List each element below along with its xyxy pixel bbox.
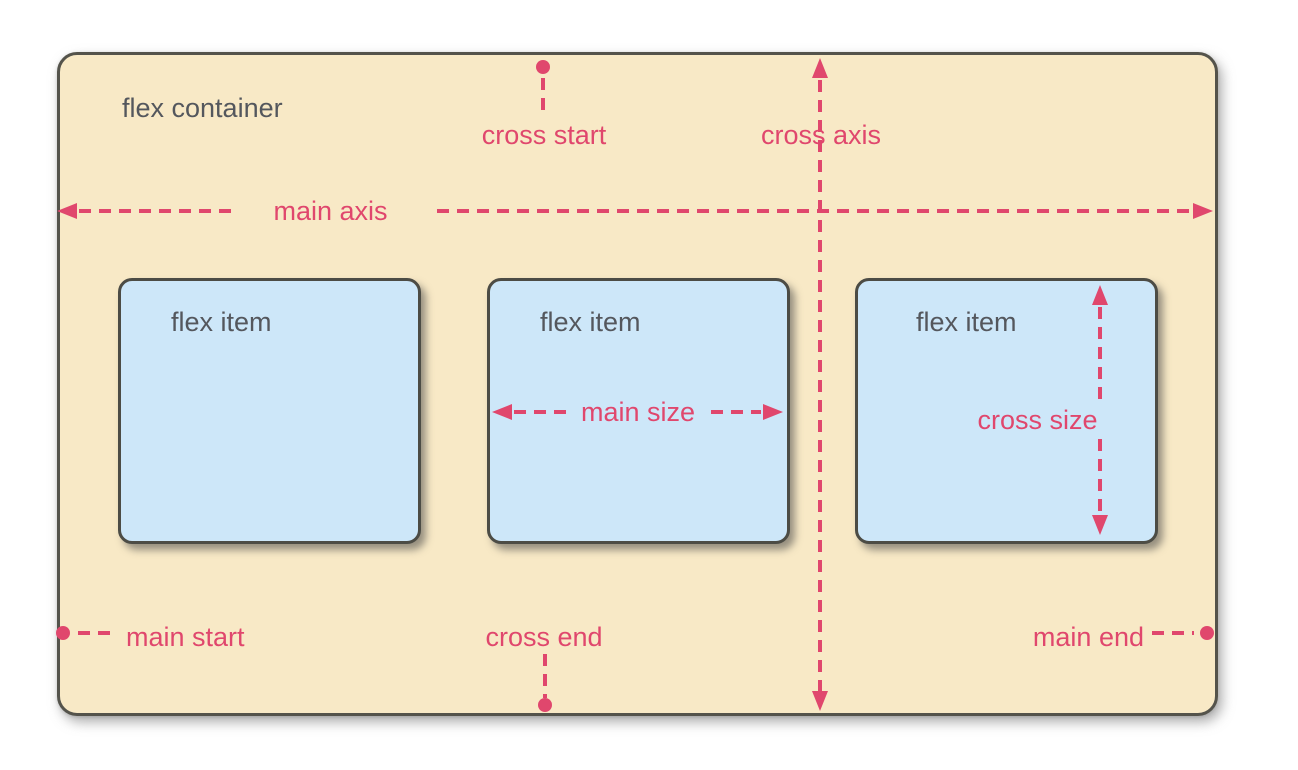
main-axis-dashed-line-left — [79, 209, 231, 213]
cross-axis-down-arrowhead-icon — [812, 691, 828, 711]
main-axis-left-arrowhead-icon — [57, 203, 77, 219]
main-size-right-arrowhead-icon — [763, 404, 783, 420]
main-size-label: main size — [580, 397, 696, 427]
main-start-dashed-line — [78, 631, 116, 635]
main-axis-right-arrowhead-icon — [1193, 203, 1213, 219]
flex-item-1-label: flex item — [171, 307, 272, 337]
main-start-dot-icon — [56, 626, 70, 640]
cross-end-dashed-line — [543, 654, 547, 698]
cross-end-dot-icon — [538, 698, 552, 712]
main-end-dashed-line — [1152, 631, 1194, 635]
main-size-dashed-line-right — [711, 410, 761, 414]
cross-axis-label: cross axis — [760, 120, 882, 150]
main-axis-dashed-line-right — [437, 209, 1193, 213]
flex-item-3-label: flex item — [916, 307, 1017, 337]
cross-size-dashed-line-top — [1098, 307, 1102, 403]
cross-end-label: cross end — [485, 622, 603, 652]
cross-axis-up-arrowhead-icon — [812, 58, 828, 78]
cross-size-up-arrowhead-icon — [1092, 285, 1108, 305]
flex-item-2-label: flex item — [540, 307, 641, 337]
main-end-dot-icon — [1200, 626, 1214, 640]
cross-size-label: cross size — [977, 405, 1098, 435]
main-start-label: main start — [126, 622, 245, 652]
cross-start-dot-icon — [536, 60, 550, 74]
cross-start-dashed-line — [541, 78, 545, 114]
main-size-left-arrowhead-icon — [492, 404, 512, 420]
flex-item-3: flex item cross size — [855, 278, 1158, 544]
flex-item-2: flex item main size — [487, 278, 790, 544]
cross-size-down-arrowhead-icon — [1092, 515, 1108, 535]
cross-axis-dashed-line — [818, 80, 822, 691]
flex-container-label: flex container — [122, 93, 283, 123]
flex-item-1: flex item — [118, 278, 421, 544]
cross-size-dashed-line-bottom — [1098, 439, 1102, 515]
main-end-label: main end — [1032, 622, 1144, 652]
main-size-dashed-line-left — [514, 410, 566, 414]
main-axis-label: main axis — [273, 196, 388, 226]
cross-start-label: cross start — [481, 120, 607, 150]
